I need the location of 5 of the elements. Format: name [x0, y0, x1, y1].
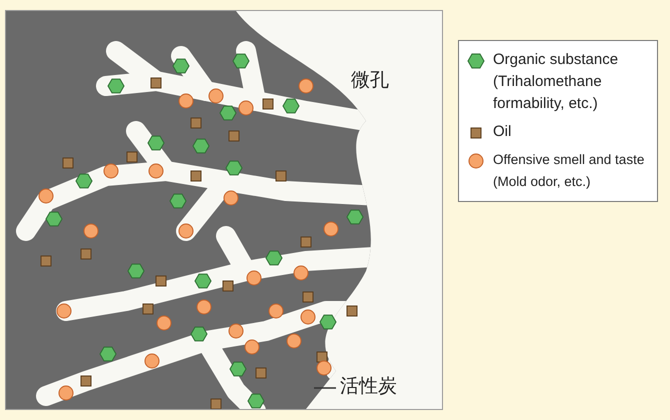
legend-text: Offensive smell and taste (Mold odor, etc.): [493, 151, 646, 191]
legend-text: Organic substance (Trihalomethane formability, etc.): [493, 50, 620, 114]
micropore-label: 微孔: [351, 69, 389, 93]
activated-carbon-label: 活性炭: [340, 375, 397, 399]
legend-text: Oil: [493, 122, 512, 142]
